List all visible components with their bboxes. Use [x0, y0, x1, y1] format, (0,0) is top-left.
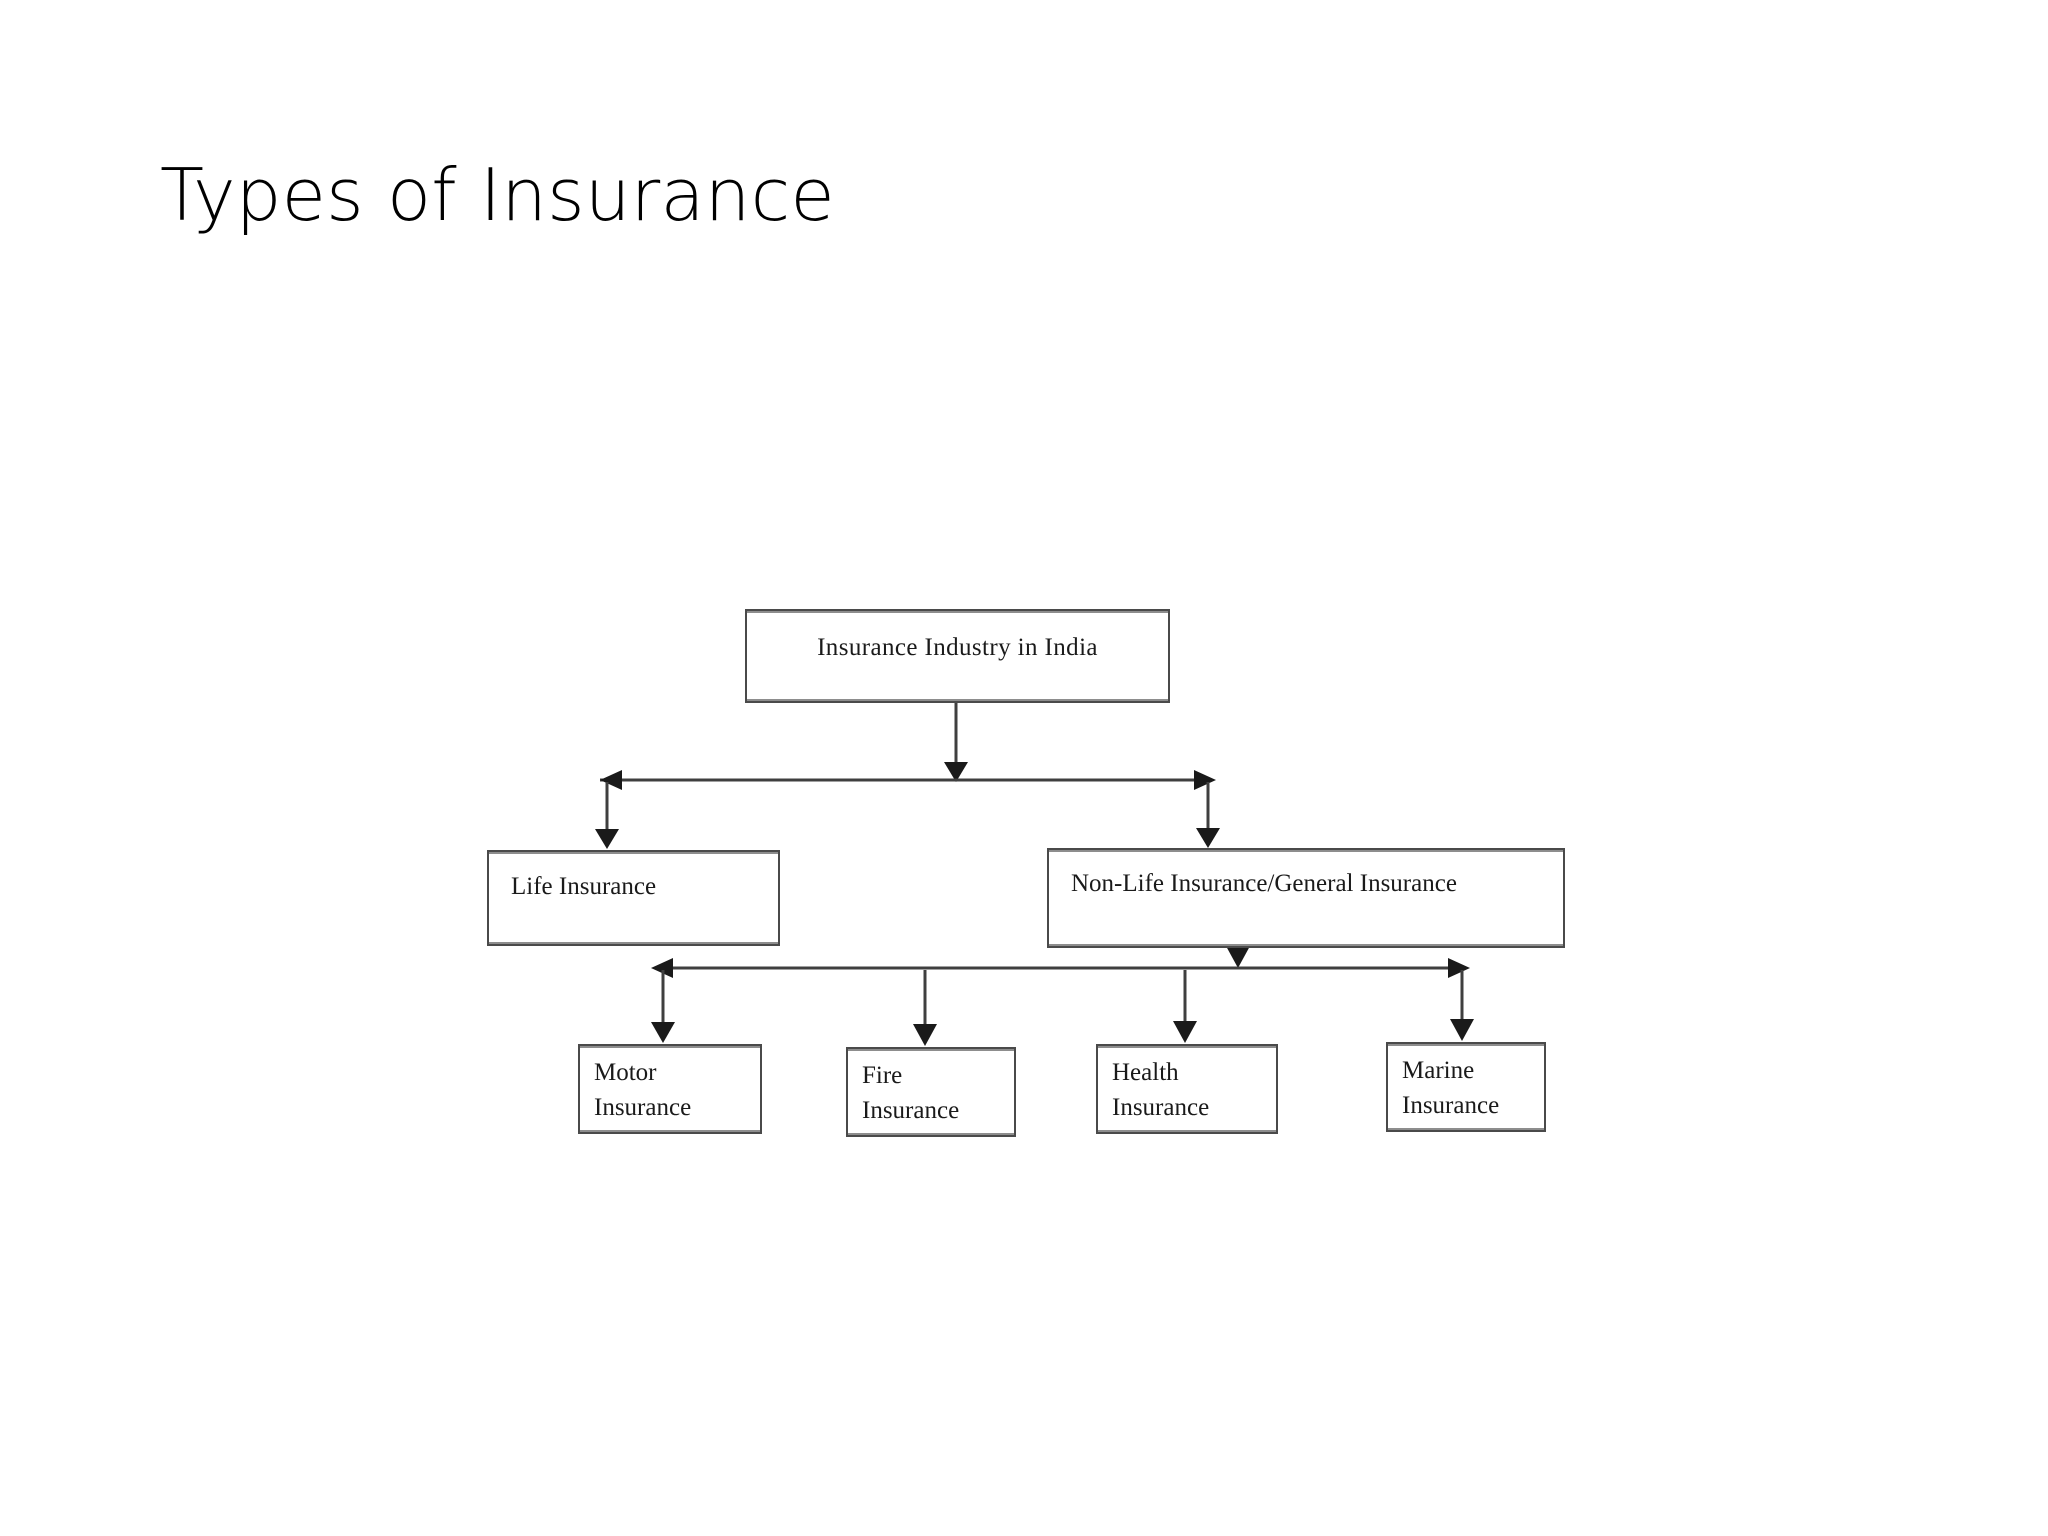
- node-non-life-insurance: Non-Life Insurance/General Insurance: [1047, 848, 1565, 948]
- node-motor-insurance: Motor Insurance: [578, 1044, 762, 1134]
- node-fire-insurance: Fire Insurance: [846, 1047, 1016, 1137]
- node-label: Marine Insurance: [1402, 1057, 1500, 1119]
- node-life-insurance: Life Insurance: [487, 850, 780, 946]
- node-label: Fire Insurance: [862, 1062, 960, 1124]
- node-label: Motor Insurance: [594, 1059, 692, 1121]
- node-label: Life Insurance: [511, 873, 657, 900]
- connector-to-life: [595, 782, 619, 849]
- node-label: Non-Life Insurance/General Insurance: [1071, 870, 1457, 897]
- page-title: Types of Insurance: [160, 153, 835, 237]
- connector-bus-level2: [651, 958, 1470, 978]
- connector-to-marine: [1450, 970, 1474, 1041]
- connector-root-stem: [944, 703, 968, 782]
- node-label: Insurance Industry in India: [817, 634, 1098, 661]
- connector-to-health: [1173, 970, 1197, 1043]
- connector-bus-level1: [600, 770, 1216, 790]
- connector-nonlife-stem: [1226, 946, 1250, 968]
- node-label: Health Insurance: [1112, 1059, 1210, 1121]
- node-insurance-industry-in-india: Insurance Industry in India: [745, 609, 1170, 703]
- node-marine-insurance: Marine Insurance: [1386, 1042, 1546, 1132]
- connector-to-fire: [913, 970, 937, 1046]
- connector-to-motor: [651, 970, 675, 1043]
- connector-to-nonlife: [1196, 782, 1220, 848]
- node-health-insurance: Health Insurance: [1096, 1044, 1278, 1134]
